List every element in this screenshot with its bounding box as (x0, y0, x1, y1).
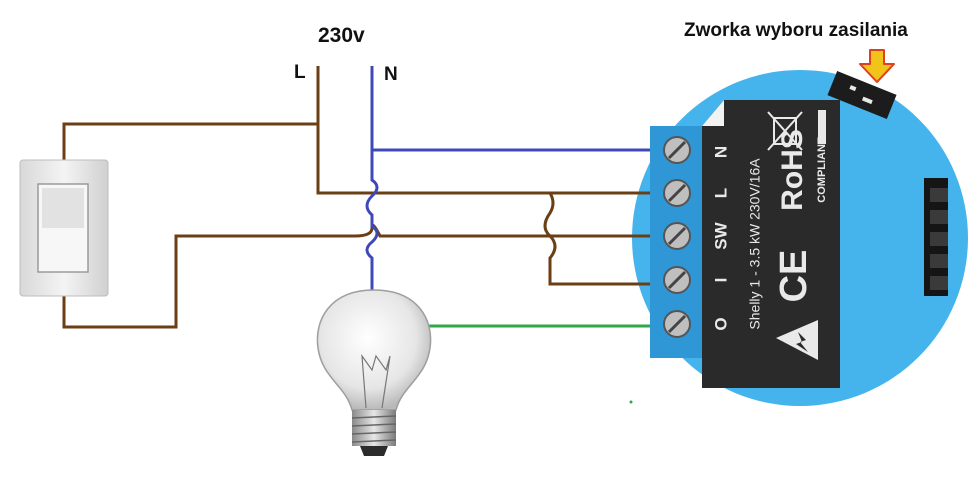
label-panel: N L SW I O Shelly 1 - 3.5 kW 230V/16A Ro… (702, 100, 840, 388)
terminal-block (650, 126, 702, 358)
power-jumper[interactable] (827, 70, 897, 120)
terminal-label-n: N (711, 146, 730, 158)
terminal-screw-sw (663, 222, 691, 250)
terminal-screw-n (663, 136, 691, 164)
compliant-text: COMPLIANT (816, 137, 828, 203)
wire-l-to-i (543, 192, 650, 286)
terminal-label-o: O (711, 317, 730, 330)
device-rating-text: Shelly 1 - 3.5 kW 230V/16A (747, 158, 763, 330)
shelly-logo-icon (776, 320, 818, 360)
jumper-caption: Zworka wyboru zasilania (684, 20, 908, 41)
wire-neutral (365, 66, 379, 292)
terminal-label-l: L (711, 188, 730, 198)
neutral-label: N (384, 64, 398, 85)
terminal-screw-o (663, 310, 691, 338)
light-bulb-icon (316, 289, 432, 456)
rohs-text: RoHS (776, 129, 809, 211)
terminal-screw-i (663, 266, 691, 294)
terminal-label-i: I (711, 278, 730, 283)
wire-live-to-switch (62, 122, 318, 170)
terminal-label-sw: SW (711, 221, 730, 249)
programming-header (924, 178, 948, 296)
shelly-relay: N L SW I O Shelly 1 - 3.5 kW 230V/16A Ro… (632, 70, 968, 406)
ce-mark: CE (773, 250, 815, 303)
terminal-screw-l (663, 179, 691, 207)
voltage-label: 230v (318, 24, 365, 47)
wall-switch[interactable] (19, 159, 109, 297)
arrow-down-icon (859, 49, 895, 83)
green-dot (629, 400, 633, 404)
line-label: L (294, 62, 306, 83)
wire-live-supply (316, 66, 650, 195)
weee-bar (818, 110, 826, 144)
weee-bin-icon (767, 111, 803, 151)
wires (62, 66, 650, 329)
